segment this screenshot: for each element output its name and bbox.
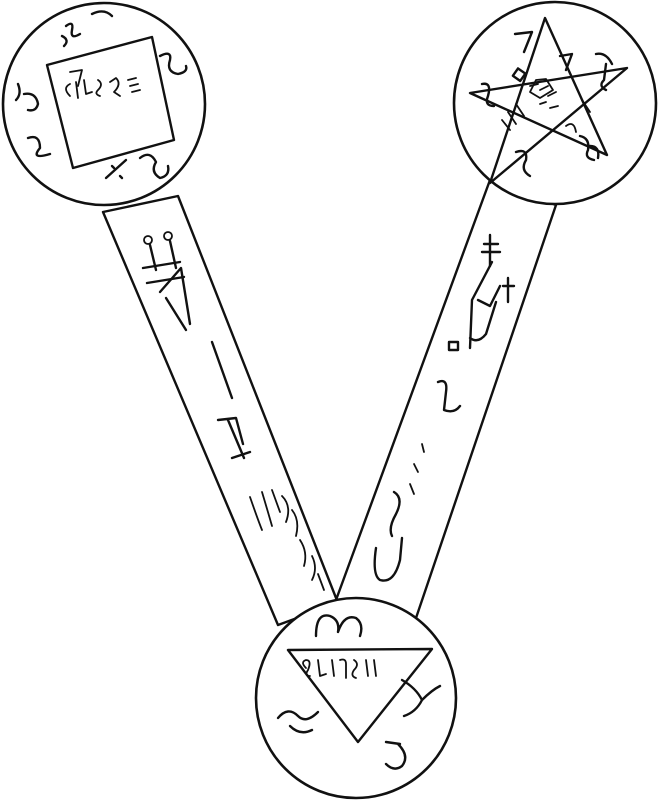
- bottom-disc: [256, 598, 456, 798]
- right-arm-band: [336, 180, 556, 618]
- top-left-disc: [3, 3, 205, 205]
- left-arm-band: [103, 196, 338, 625]
- top-right-disc: [454, 2, 656, 204]
